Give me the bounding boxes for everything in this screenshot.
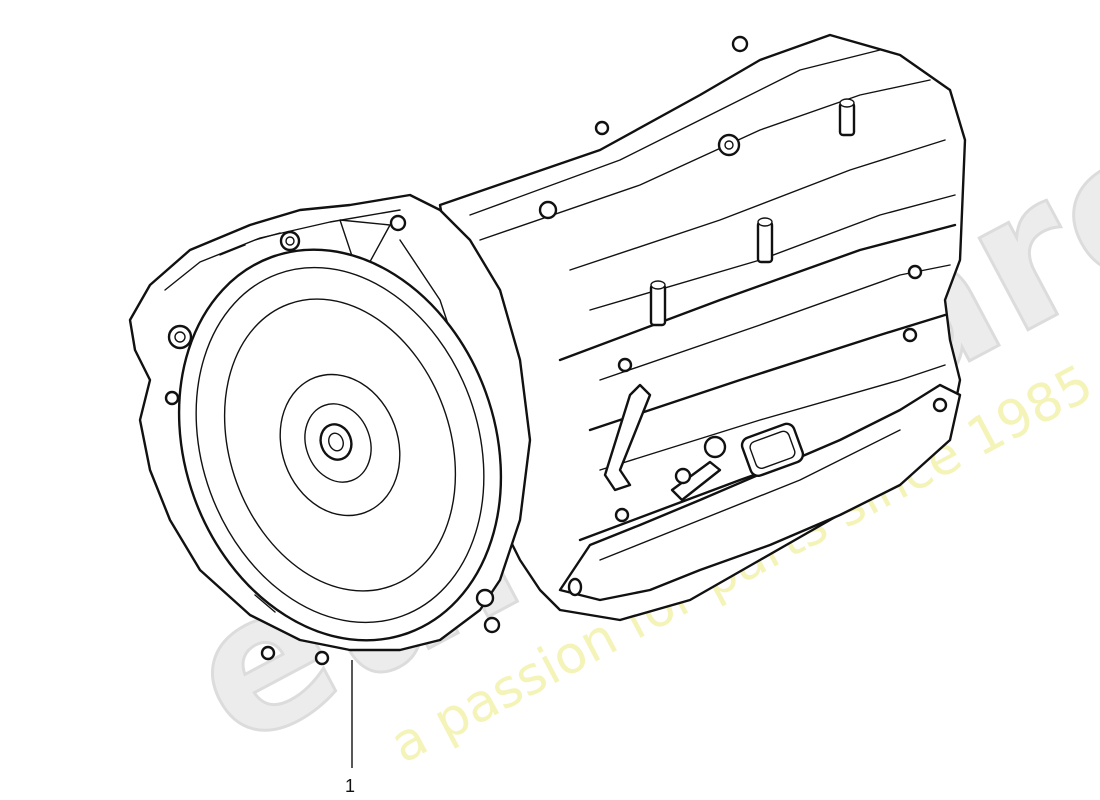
stud-3 [649, 280, 667, 327]
selector-lever [603, 383, 727, 523]
stud-1 [838, 98, 856, 137]
callout-label-1: 1 [345, 776, 356, 796]
stud-2 [756, 217, 774, 264]
transmission-case [438, 33, 967, 622]
torque-converter [177, 248, 503, 642]
